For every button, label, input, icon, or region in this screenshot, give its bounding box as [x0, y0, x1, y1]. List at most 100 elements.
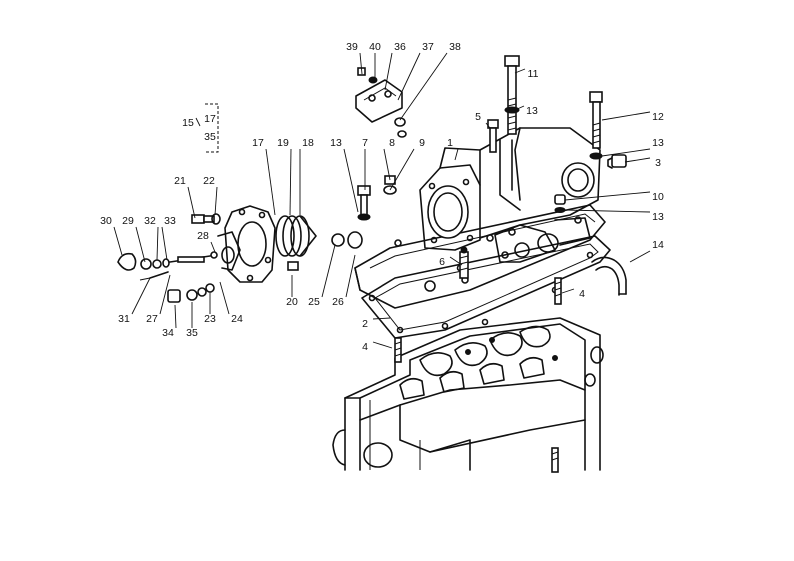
callout-label-c29: 29 [122, 215, 134, 227]
callout-label-c14: 14 [652, 239, 664, 251]
cover-plate [355, 67, 407, 138]
front-assembly [117, 103, 363, 303]
callout-label-c33: 33 [164, 215, 176, 227]
callout-label-c11: 11 [528, 68, 539, 80]
leader-line-c34 [174, 304, 177, 329]
callout-label-c13c: 13 [330, 137, 342, 149]
leader-line-c15 [195, 117, 201, 127]
stud-4-lower [551, 447, 559, 473]
callout-label-c38: 38 [449, 41, 461, 53]
leader-line-c27 [159, 274, 171, 315]
callout-label-c35b: 35 [186, 327, 198, 339]
callout-label-c31: 31 [118, 313, 130, 325]
callout-label-c24: 24 [231, 313, 243, 325]
bolt-12 [589, 91, 603, 160]
callout-label-c15: 15 [182, 117, 194, 129]
stud-4-left [394, 337, 402, 363]
callout-label-c8: 8 [389, 137, 395, 149]
callout-label-c40: 40 [369, 41, 381, 53]
callout-label-c4b: 4 [362, 341, 368, 353]
callout-label-c13a: 13 [526, 105, 538, 117]
callout-label-c18: 18 [302, 137, 314, 149]
callout-label-c22: 22 [203, 175, 215, 187]
callout-label-c35a: 35 [204, 131, 216, 143]
leader-line-c37 [397, 52, 421, 101]
callout-label-c12: 12 [652, 111, 664, 123]
leader-line-c38 [399, 52, 448, 121]
leader-line-c36 [384, 52, 393, 91]
callout-label-c9: 9 [419, 137, 425, 149]
leader-line-c12 [601, 111, 651, 121]
callout-label-c2: 2 [362, 318, 368, 330]
hose-14 [591, 256, 627, 296]
leader-line-c22 [214, 186, 218, 216]
callout-label-c19: 19 [277, 137, 289, 149]
leader-line-c10 [564, 191, 651, 201]
leader-lines [113, 52, 651, 349]
leader-line-c4b [372, 341, 393, 349]
leader-line-c1 [454, 148, 459, 161]
callout-label-c21: 21 [174, 175, 186, 187]
leader-line-c17b [265, 148, 276, 216]
leader-line-c9 [389, 148, 415, 191]
callout-label-c26: 26 [332, 296, 344, 308]
callout-label-c4a: 4 [579, 288, 585, 300]
stud-4-right [554, 277, 562, 305]
callout-label-c34: 34 [162, 327, 174, 339]
callout-label-c7: 7 [362, 137, 368, 149]
callout-label-c30: 30 [100, 215, 112, 227]
leader-line-c25 [321, 244, 336, 298]
leader-line-c8 [383, 148, 391, 181]
callout-label-c32: 32 [144, 215, 156, 227]
callout-label-c27: 27 [146, 313, 158, 325]
leader-line-c3 [624, 157, 651, 163]
leader-line-c33 [161, 226, 168, 261]
callout-label-c23: 23 [204, 313, 216, 325]
callout-label-c1: 1 [447, 137, 453, 149]
leader-line-c6 [449, 256, 463, 266]
bolt-5 [487, 119, 499, 153]
leader-line-c2 [372, 317, 391, 320]
leader-line-c4a [561, 288, 575, 294]
callout-label-c5: 5 [475, 111, 481, 123]
leader-line-c26 [345, 254, 356, 298]
callout-label-c28: 28 [197, 230, 209, 242]
callout-label-c17b: 17 [252, 137, 264, 149]
callout-label-c17a: 17 [204, 113, 216, 125]
leader-line-c39 [359, 52, 363, 75]
callout-label-c37: 37 [422, 41, 434, 53]
leader-line-c11 [514, 68, 526, 74]
leader-line-c32 [156, 226, 159, 261]
engine-block [332, 317, 604, 471]
callout-label-c20: 20 [286, 296, 298, 308]
leader-line-c13d [564, 209, 651, 213]
leader-line-c21 [187, 186, 196, 219]
callout-label-c6: 6 [439, 256, 445, 268]
leader-line-c13a [514, 105, 525, 111]
callout-label-c36: 36 [394, 41, 406, 53]
leader-line-c19 [289, 148, 292, 216]
leader-line-c5 [485, 122, 491, 129]
callout-label-c39: 39 [346, 41, 358, 53]
leader-line-c14 [629, 250, 651, 263]
leader-line-c29 [135, 226, 146, 263]
callout-label-c3: 3 [655, 157, 661, 169]
stud-6 [459, 246, 469, 279]
plug-3 [607, 154, 627, 169]
callout-label-c25: 25 [308, 296, 320, 308]
leader-line-c30 [113, 226, 123, 256]
leader-line-c13c [343, 148, 359, 213]
callout-label-c13b: 13 [652, 137, 664, 149]
callout-label-c10: 10 [652, 191, 664, 203]
leader-line-c28 [210, 241, 216, 253]
bolt-7 [357, 185, 371, 221]
main-housing [354, 127, 606, 309]
callout-label-c13d: 13 [652, 211, 664, 223]
bolt-10 [554, 194, 566, 213]
leader-line-c31 [131, 277, 151, 315]
leader-line-c13b [601, 148, 651, 157]
leader-line-c24 [219, 281, 230, 315]
